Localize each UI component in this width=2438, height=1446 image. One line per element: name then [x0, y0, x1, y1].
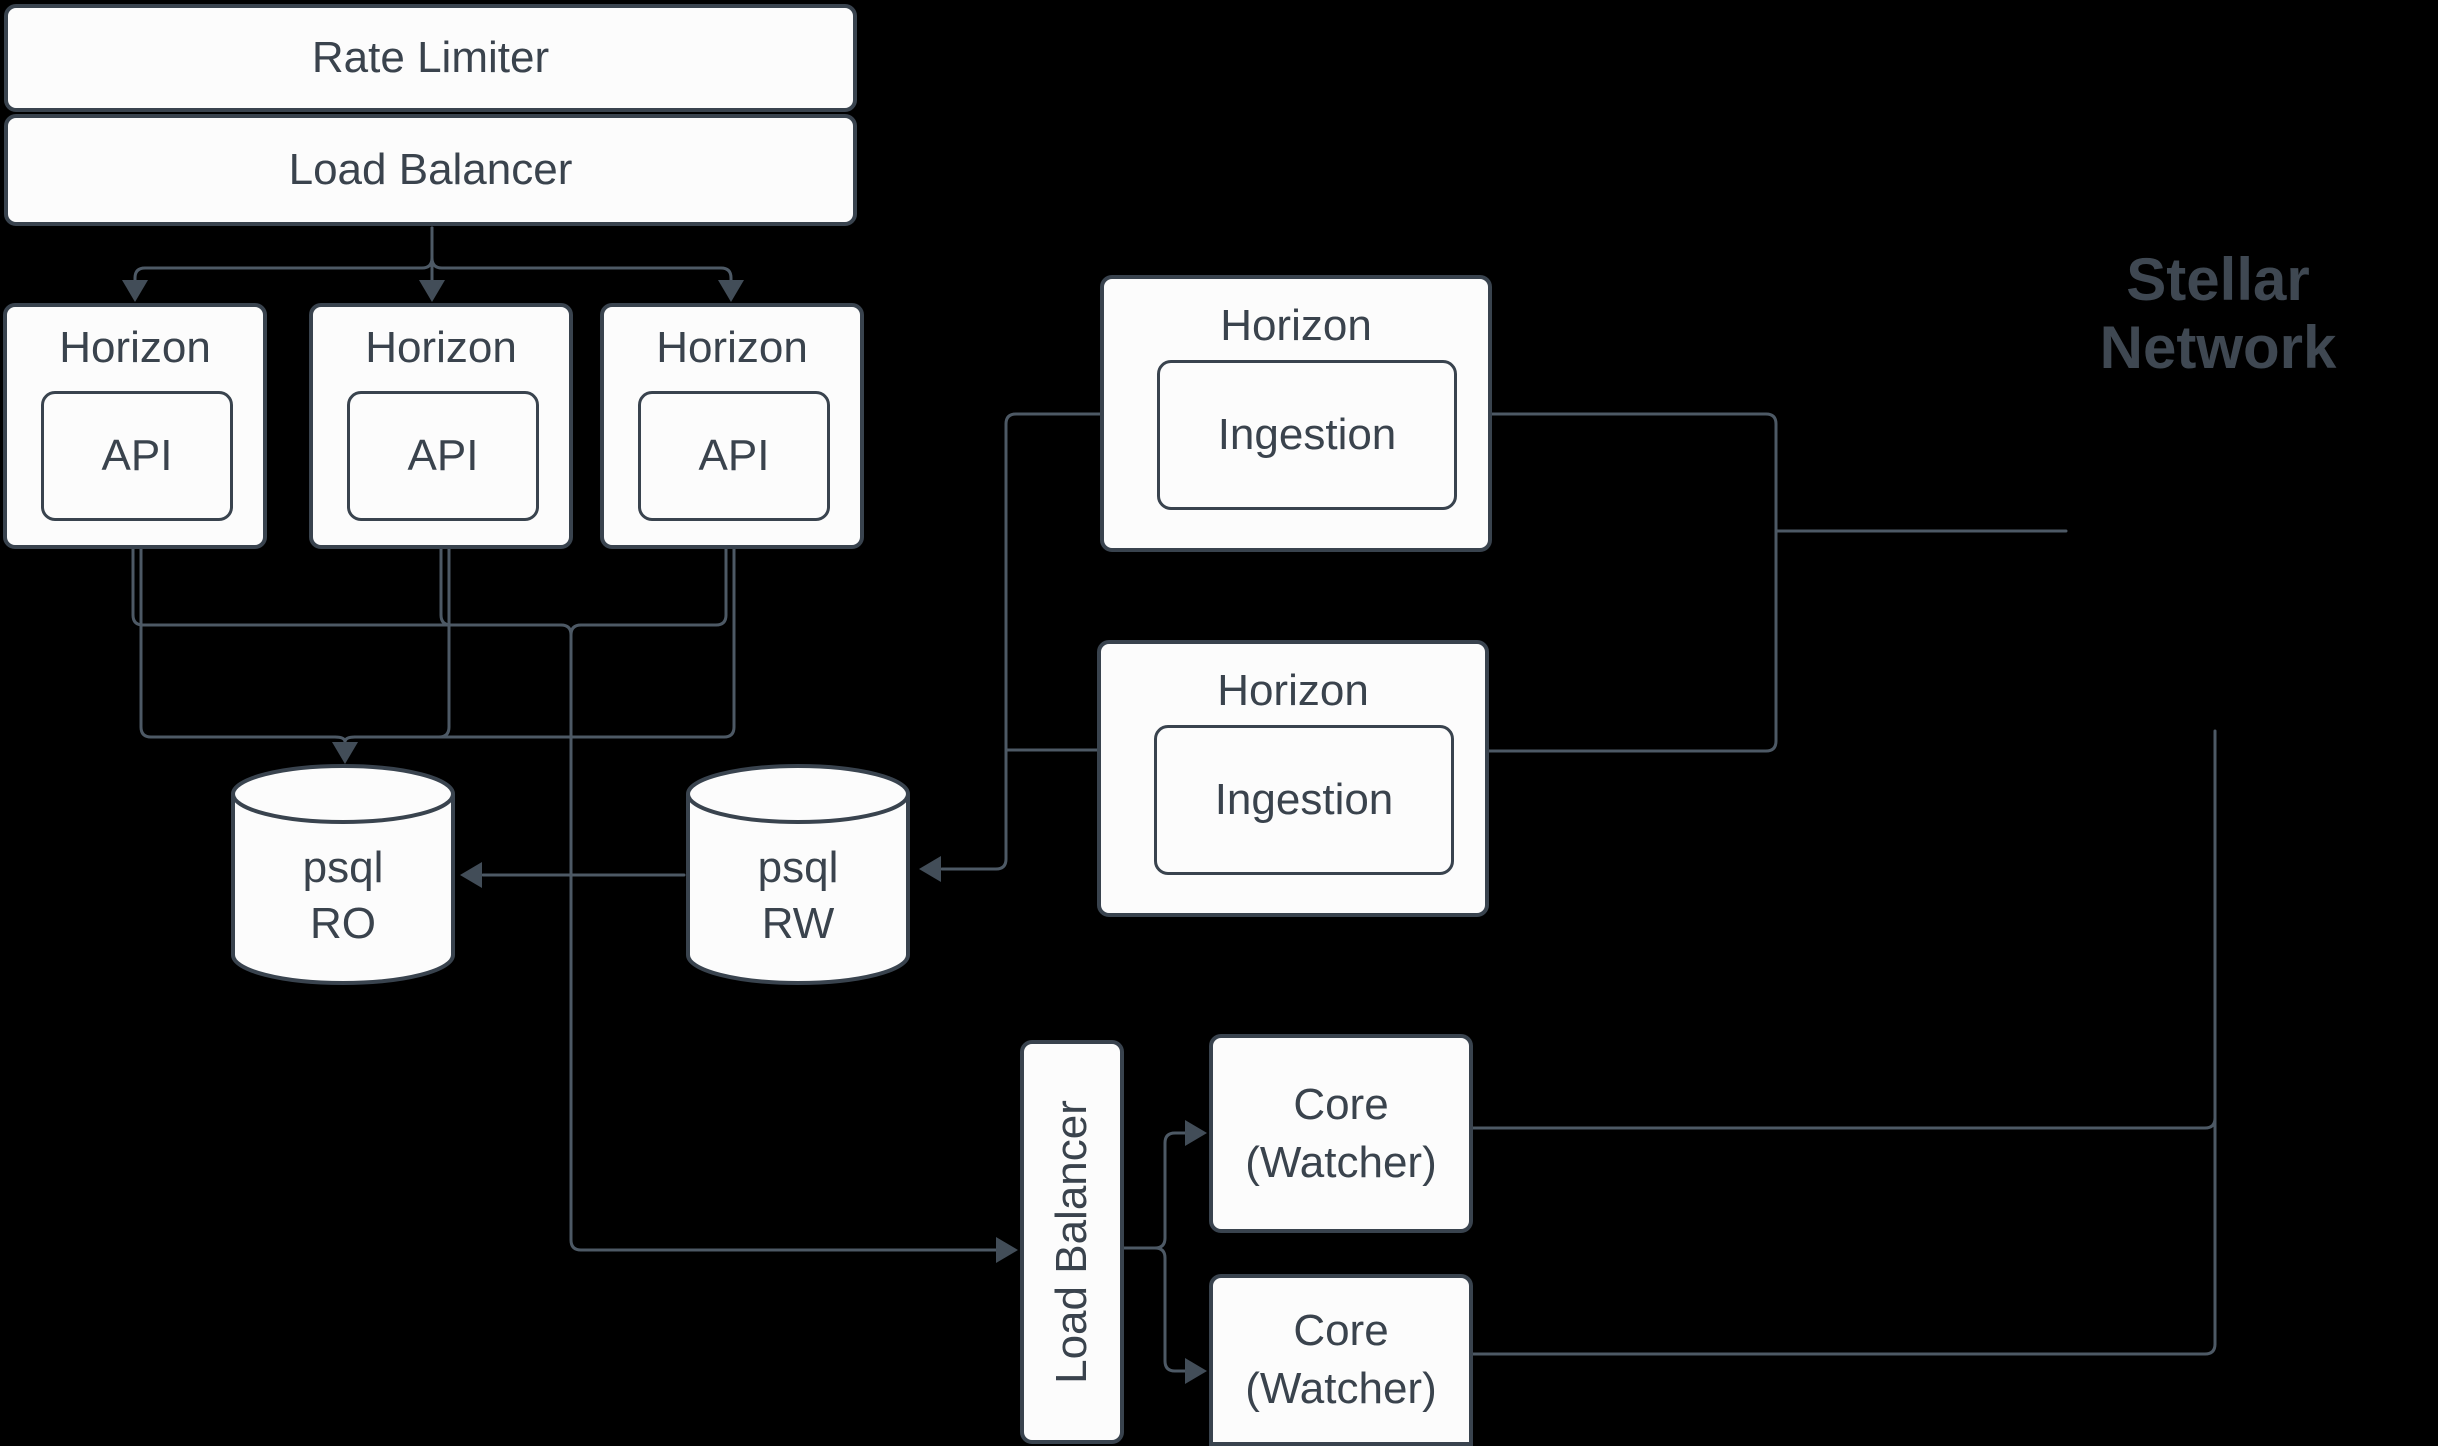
arrow-into-horizon2	[419, 280, 445, 302]
horizon-label: Horizon	[59, 323, 211, 372]
core-watcher-node-2: Core (Watcher)	[1209, 1274, 1473, 1446]
psql-ro-database: psql RO	[229, 762, 457, 987]
edge-horizon1-lineB	[139, 547, 347, 744]
rate-limiter-node: Rate Limiter	[4, 4, 857, 112]
horizon-api-node-2: Horizon API	[309, 303, 573, 549]
arrow-into-psql-rw	[919, 856, 941, 882]
edge-lb-to-horizon3	[430, 226, 733, 283]
arrow-into-horizon1	[122, 280, 148, 302]
edge-ingestion1-to-rw	[940, 412, 1102, 871]
rate-limiter-label: Rate Limiter	[311, 33, 550, 82]
horizon-label: Horizon	[656, 323, 808, 372]
arrow-into-core2	[1185, 1358, 1207, 1384]
ingestion-subnode: Ingestion	[1154, 725, 1454, 875]
api-subnode: API	[41, 391, 233, 521]
horizon-label: Horizon	[365, 323, 517, 372]
edge-lb-to-core1	[1122, 1131, 1188, 1250]
edge-horizon3-lineA	[569, 547, 728, 637]
horizon-ingestion-node-1: Horizon Ingestion	[1100, 275, 1492, 552]
horizon-ingestion-node-2: Horizon Ingestion	[1097, 640, 1489, 917]
stellar-network-label: Stellar Network	[2099, 246, 2337, 381]
horizon-api-node-1: Horizon API	[3, 303, 267, 549]
ingestion-label: Ingestion	[1217, 410, 1397, 459]
arrow-into-horizon3	[718, 280, 744, 302]
psql-rw-label: psql RW	[757, 843, 839, 948]
psql-ro-label: psql RO	[302, 843, 384, 948]
arrow-into-psql-ro-top	[332, 742, 358, 764]
edge-horizon1-lineA	[131, 547, 573, 637]
edge-lb-to-core2	[1122, 1246, 1188, 1373]
horizon-label: Horizon	[1217, 666, 1369, 715]
horizon-label: Horizon	[1220, 301, 1372, 350]
arrowheads	[122, 280, 1207, 1384]
api-subnode: API	[347, 391, 539, 521]
edge-horizon2-lineB	[343, 547, 451, 744]
edge-ingestion1-right	[1487, 412, 1778, 753]
database-cylinder-icon	[686, 764, 910, 985]
api-label: API	[407, 431, 479, 480]
horizon-api-node-3: Horizon API	[600, 303, 864, 549]
load-balancer-top-label: Load Balancer	[288, 145, 573, 194]
edge-core1-right	[1471, 1116, 2217, 1130]
ingestion-subnode: Ingestion	[1157, 360, 1457, 510]
arrow-into-bottom-lb	[996, 1237, 1018, 1263]
database-cylinder-icon	[231, 764, 455, 985]
edge-horizon3-lineB	[353, 547, 736, 739]
psql-rw-database: psql RW	[684, 762, 912, 987]
arrow-into-psql-ro-side	[460, 862, 482, 888]
edge-trunk-to-bottom-lb	[569, 633, 999, 1252]
api-label: API	[101, 431, 173, 480]
edge-core2-right	[1471, 1342, 2217, 1356]
core-watcher-label: Core (Watcher)	[1245, 1079, 1437, 1187]
load-balancer-bottom-node: Load Balancer	[1020, 1040, 1124, 1444]
api-subnode: API	[638, 391, 830, 521]
arrow-into-core1	[1185, 1120, 1207, 1146]
core-watcher-node-1: Core (Watcher)	[1209, 1034, 1473, 1233]
ingestion-label: Ingestion	[1214, 775, 1394, 824]
edge-lb-to-horizon1	[133, 226, 434, 283]
load-balancer-bottom-label: Load Balancer	[1047, 1100, 1097, 1384]
load-balancer-top-node: Load Balancer	[4, 114, 857, 226]
core-watcher-label: Core (Watcher)	[1245, 1306, 1437, 1413]
api-label: API	[698, 431, 770, 480]
